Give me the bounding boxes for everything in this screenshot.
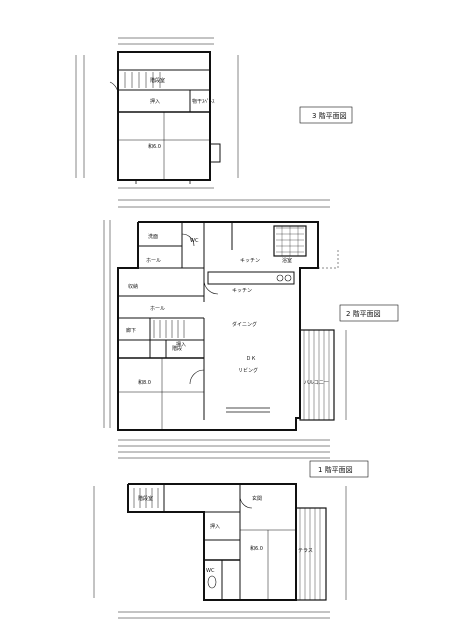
second-balcony-label: バルコニー xyxy=(304,380,329,386)
second-living-label: リビング xyxy=(238,367,258,374)
second-entrance-label: ホール xyxy=(146,258,161,264)
first-terrace-label: テラス xyxy=(298,548,313,554)
second-wash-label: 洗面 xyxy=(148,233,158,240)
second-corridor-label: 廊下 xyxy=(126,327,136,334)
first-room-label: 和6.0 xyxy=(250,545,263,552)
first-storage-label: 押入 xyxy=(210,523,220,530)
second-stair-label: 階段 xyxy=(172,345,182,352)
second-toilet-label: WC xyxy=(190,238,199,244)
second-closet-label: 収納 xyxy=(128,283,138,290)
third-floor-plan xyxy=(75,37,239,189)
first-toilet-label: WC xyxy=(206,568,215,574)
first-floor-plan xyxy=(93,451,347,619)
second-bath-label: 浴室 xyxy=(282,257,292,264)
first-stair-label: 階段室 xyxy=(138,495,153,502)
third-stair-label: 階段室 xyxy=(150,77,165,84)
second-kitchen-label: キッチン xyxy=(232,288,252,294)
second-dining-label: ダイニング xyxy=(232,321,257,328)
first-floor-title: 1 階平面図 xyxy=(318,465,353,474)
third-storage-label: 押入 xyxy=(150,98,160,105)
second-floor-plan xyxy=(103,199,347,447)
second-room-label: 和8.0 xyxy=(138,379,151,386)
third-floor-title: 3 階平面図 xyxy=(312,111,347,120)
third-room-label: 和6.0 xyxy=(148,143,161,150)
second-floor-title: 2 階平面図 xyxy=(346,309,381,318)
third-closet-label: 物干ｽﾍﾟｰｽ xyxy=(192,98,215,105)
second-dk-label: ＤＫ xyxy=(246,356,256,362)
second-kitchen-top-label: キッチン xyxy=(240,258,260,264)
second-storage-label: 押入 xyxy=(176,341,186,348)
first-entrance-label: 玄関 xyxy=(252,495,262,502)
second-hall-label: ホール xyxy=(150,306,165,312)
